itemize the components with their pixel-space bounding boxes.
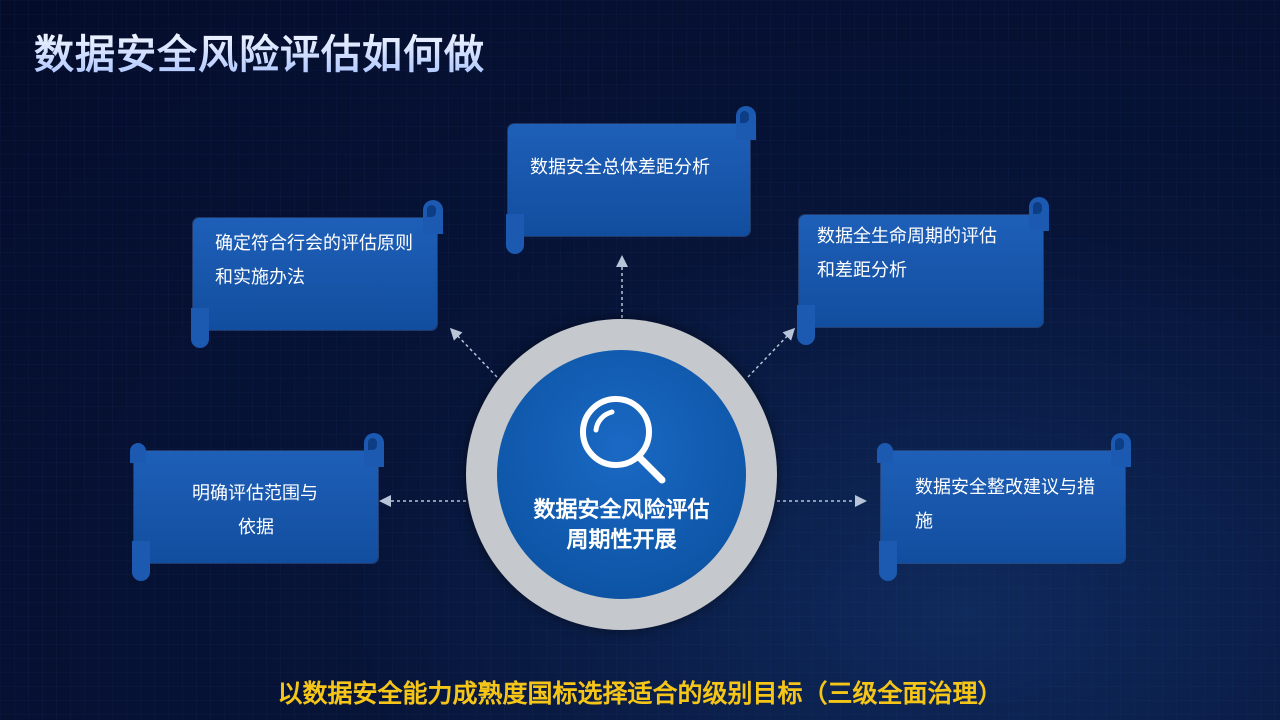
scroll-text-line2: 依据 bbox=[238, 517, 274, 538]
scroll-text-line1: 确定符合行会的评估原则 bbox=[215, 233, 413, 254]
scroll-text: 数据安全总体差距分析 bbox=[530, 157, 710, 178]
search-icon bbox=[580, 396, 666, 484]
center-label-line1: 数据安全风险评估 bbox=[533, 498, 710, 523]
arrow-top-left bbox=[449, 327, 498, 378]
scroll-curl bbox=[506, 214, 524, 254]
center-disc bbox=[497, 350, 746, 599]
arrow-top-right bbox=[747, 327, 796, 378]
scroll-curl bbox=[130, 443, 146, 463]
scroll-curl bbox=[191, 308, 209, 348]
scroll-card-right: 数据安全整改建议与措 施 bbox=[877, 433, 1131, 581]
page-title: 数据安全风险评估如何做 bbox=[34, 22, 485, 80]
scroll-text-line1: 数据全生命周期的评估 bbox=[817, 226, 997, 247]
scroll-text-line2: 和差距分析 bbox=[817, 260, 907, 281]
scroll-curl bbox=[364, 433, 384, 467]
scroll-curl bbox=[797, 305, 815, 345]
scroll-card-top-left: 确定符合行会的评估原则 和实施办法 bbox=[191, 200, 443, 348]
scroll-curl bbox=[423, 200, 443, 234]
center-label-line2: 周期性开展 bbox=[566, 528, 677, 553]
scroll-card-top-right: 数据全生命周期的评估 和差距分析 bbox=[797, 197, 1049, 345]
scroll-curl bbox=[877, 443, 893, 463]
scroll-text-line1: 数据安全整改建议与措 bbox=[915, 477, 1095, 498]
scroll-curl bbox=[132, 541, 150, 581]
center-label: 数据安全风险评估 周期性开展 bbox=[497, 496, 746, 556]
scroll-text-line2: 和实施办法 bbox=[215, 267, 305, 288]
scroll-curl bbox=[736, 106, 756, 140]
scroll-curl bbox=[1029, 197, 1049, 231]
scroll-text-line2: 施 bbox=[915, 511, 933, 532]
footer-caption: 以数据安全能力成熟度国标选择适合的级别目标（三级全面治理） bbox=[277, 679, 1003, 708]
scroll-curl bbox=[1111, 433, 1131, 467]
scroll-card-top: 数据安全总体差距分析 bbox=[506, 106, 756, 254]
scroll-text-line1: 明确评估范围与 bbox=[192, 483, 318, 504]
scroll-curl bbox=[879, 541, 897, 581]
scroll-card-left: 明确评估范围与 依据 bbox=[130, 433, 384, 581]
